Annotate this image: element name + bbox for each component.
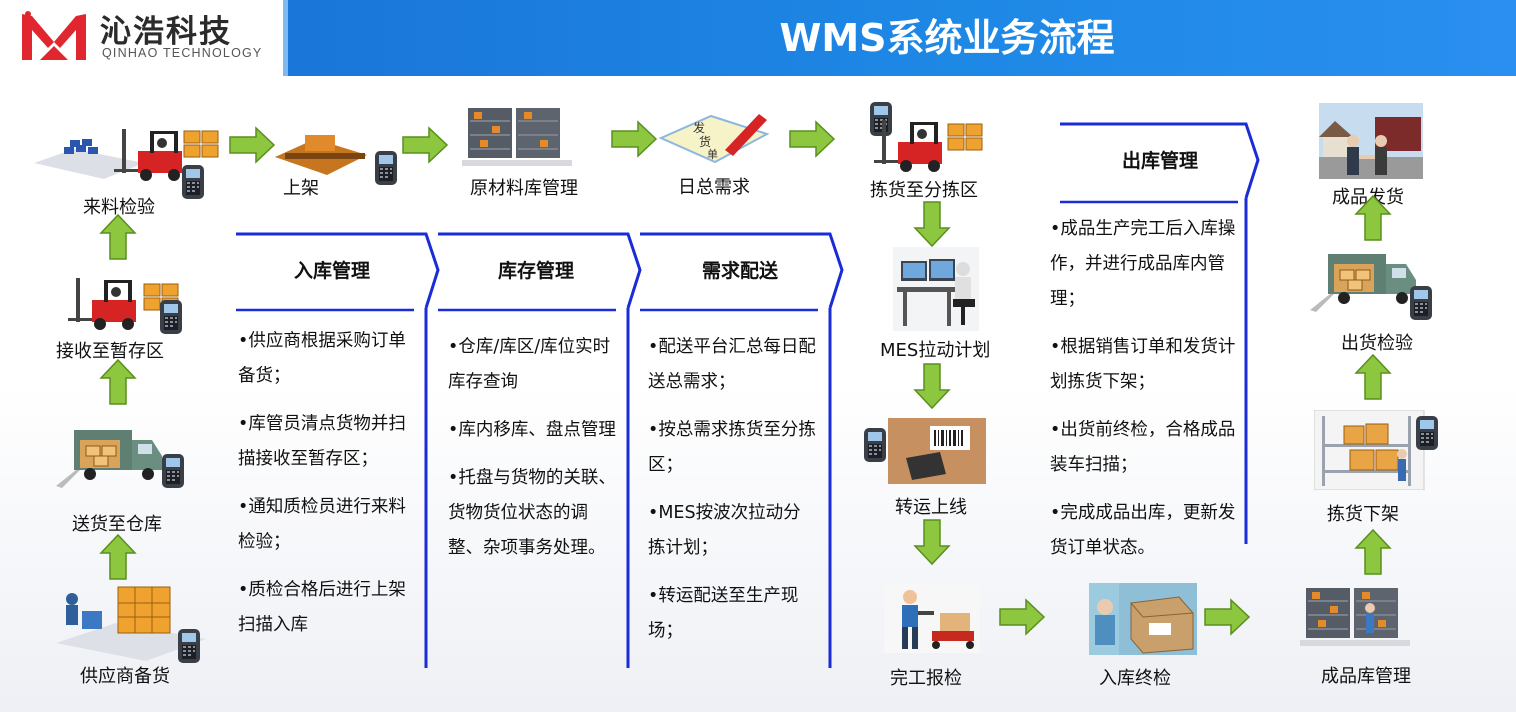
finished-goods-shelf-icon xyxy=(1300,588,1410,646)
panel-outbound-item: •出货前终检，合格成品装车扫描； xyxy=(1050,420,1236,475)
panel-delivery-item: •MES按波次拉动分拣计划； xyxy=(648,503,801,558)
svg-text:发: 发 xyxy=(693,120,705,135)
panel-inventory-item: •仓库/库区/库位实时库存查询 xyxy=(448,337,611,392)
background-gradient xyxy=(0,380,1516,712)
panel-inbound-item: •库管员清点货物并扫描接收至暂存区； xyxy=(238,414,406,469)
panel-inbound-frame xyxy=(236,232,440,668)
label-pick-down: 拣货下架 xyxy=(1327,504,1399,525)
label-deliver: 送货至仓库 xyxy=(72,514,162,535)
barcode-scan-icon xyxy=(864,418,986,484)
arrow-up-receive-inspect xyxy=(100,214,136,260)
pallet-jack-worker-icon xyxy=(884,583,980,653)
arrow-right-inspect-shelve xyxy=(229,127,275,163)
picking-forklift-icon xyxy=(870,102,983,172)
supplier-boxes-icon xyxy=(56,586,206,663)
handshake-delivery-icon xyxy=(1319,103,1423,179)
panel-inventory-item: •托盘与货物的关联、货物货位状态的调整、杂项事务处理。 xyxy=(448,468,616,558)
svg-text:货: 货 xyxy=(699,134,711,149)
company-name: 沁浩科技 xyxy=(100,14,232,50)
label-mes-plan: MES拉动计划 xyxy=(880,340,991,361)
panel-inbound-title: 入库管理 xyxy=(293,260,370,282)
label-shelve: 上架 xyxy=(283,178,319,199)
panel-delivery-item: •配送平台汇总每日配送总需求； xyxy=(648,337,816,392)
rack-picking-icon xyxy=(1314,410,1438,490)
panel-delivery-item: •转运配送至生产现场； xyxy=(648,586,799,641)
label-receive: 接收至暂存区 xyxy=(56,341,164,362)
company-logo-icon xyxy=(22,11,86,60)
label-transfer: 转运上线 xyxy=(895,497,967,518)
arrow-right-demand-pick xyxy=(789,121,835,157)
label-ship-inspect: 出货检验 xyxy=(1341,333,1413,354)
panel-inbound-item: •通知质检员进行来料检验； xyxy=(238,497,406,552)
company-name-en: QINHAO TECHNOLOGY xyxy=(102,46,263,60)
svg-text:单: 单 xyxy=(707,148,718,161)
warehouse-shelf-icon xyxy=(462,108,572,166)
label-final-inspect: 入库终检 xyxy=(1099,668,1171,689)
label-fg-mgmt: 成品库管理 xyxy=(1321,666,1411,687)
panel-delivery-title: 需求配送 xyxy=(701,260,778,282)
panel-outbound-item: •完成成品出库，更新发货订单状态。 xyxy=(1050,503,1236,558)
panel-outbound-frame xyxy=(1060,122,1260,544)
box-inspection-icon xyxy=(1089,583,1197,655)
computer-operator-icon xyxy=(893,247,979,331)
panel-inventory-item: •库内移库、盘点管理 xyxy=(448,420,616,440)
arrow-right-shelve-raw xyxy=(402,127,448,163)
title-bar: WMS系统业务流程 xyxy=(283,0,1516,76)
page-title: WMS系统业务流程 xyxy=(779,16,1115,60)
label-inspect: 来料检验 xyxy=(83,197,155,218)
arrow-down-pick-mes xyxy=(914,201,950,247)
panel-delivery-list: •配送平台汇总每日配送总需求； •按总需求拣货至分拣区； •MES按波次拉动分拣… xyxy=(648,330,816,662)
panel-outbound-list: •成品生产完工后入库操作，并进行成品库内管理； •根据销售订单和发货计划拣货下架… xyxy=(1050,212,1236,579)
header: 沁浩科技 QINHAO TECHNOLOGY WMS系统业务流程 xyxy=(0,0,1516,76)
label-raw-mgmt: 原材料库管理 xyxy=(470,178,578,199)
delivery-truck-icon xyxy=(56,429,184,489)
panel-delivery-item: •按总需求拣货至分拣区； xyxy=(648,420,816,475)
panel-inbound-item: •供应商根据采购订单备货； xyxy=(238,331,406,386)
panel-inventory-frame xyxy=(438,232,642,668)
panel-inventory-title: 库存管理 xyxy=(497,260,574,282)
panel-outbound-title: 出库管理 xyxy=(1121,150,1198,172)
label-complete-report: 完工报检 xyxy=(890,668,962,689)
panel-outbound-item: •根据销售订单和发货计划拣货下架； xyxy=(1050,337,1236,392)
label-pick-sort: 拣货至分拣区 xyxy=(870,180,978,201)
label-supplier-prep: 供应商备货 xyxy=(80,666,170,687)
label-daily-demand: 日总需求 xyxy=(678,177,750,198)
shipping-truck-icon xyxy=(1309,253,1432,320)
panel-inventory-list: •仓库/库区/库位实时库存查询 •库内移库、盘点管理 •托盘与货物的关联、货物货… xyxy=(448,330,622,579)
panel-delivery-frame xyxy=(640,232,844,668)
forklift-icon xyxy=(68,278,182,334)
pallet-shelving-icon xyxy=(275,135,397,185)
label-fg-ship: 成品发货 xyxy=(1332,187,1404,208)
inspection-forklift-icon xyxy=(34,129,219,199)
document-pen-icon: 发 货 单 xyxy=(658,114,770,164)
panel-inbound-item: •质检合格后进行上架扫描入库 xyxy=(238,580,406,635)
panel-inbound-list: •供应商根据采购订单备货； •库管员清点货物并扫描接收至暂存区； •通知质检员进… xyxy=(238,324,416,656)
arrow-right-raw-demand xyxy=(611,121,657,157)
panel-outbound-item: •成品生产完工后入库操作，并进行成品库内管理； xyxy=(1050,219,1236,309)
